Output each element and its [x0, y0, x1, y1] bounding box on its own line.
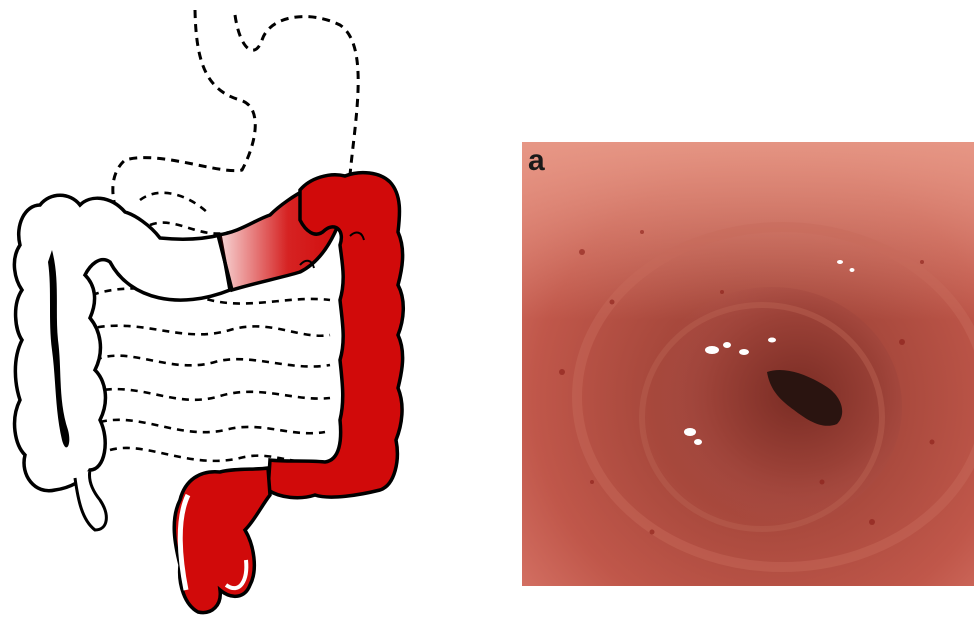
endoscopy-image-svg	[522, 142, 974, 586]
endoscopy-image: a	[522, 142, 974, 586]
colon-diagram-svg	[0, 0, 440, 626]
panel-label: a	[528, 146, 545, 176]
colon-diagram	[0, 0, 440, 626]
lumen-tunnel	[642, 287, 902, 527]
